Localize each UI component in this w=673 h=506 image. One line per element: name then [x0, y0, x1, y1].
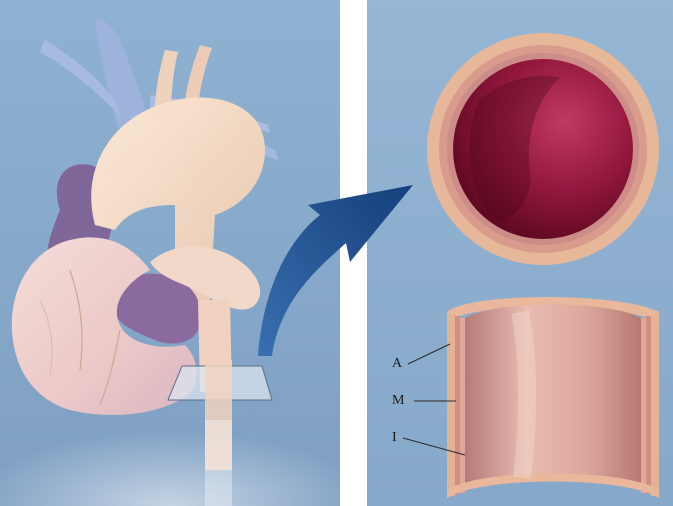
tube-highlight: [520, 312, 527, 478]
tube-inner-surface: [465, 305, 641, 487]
vessel-below-fade: [205, 420, 232, 506]
label-adventitia: A: [392, 357, 402, 371]
vessel-cross-section: [427, 33, 659, 265]
tube-left-media: [455, 316, 460, 494]
tube-right-adventitia: [651, 314, 659, 496]
label-media: M: [392, 394, 404, 408]
label-intima: I: [392, 431, 397, 445]
tube-right-intima: [641, 318, 646, 493]
vessel-longitudinal-section: [447, 297, 659, 498]
tube-right-media: [646, 316, 651, 494]
tube-left-intima: [460, 318, 465, 493]
tube-left-adventitia: [447, 314, 455, 496]
